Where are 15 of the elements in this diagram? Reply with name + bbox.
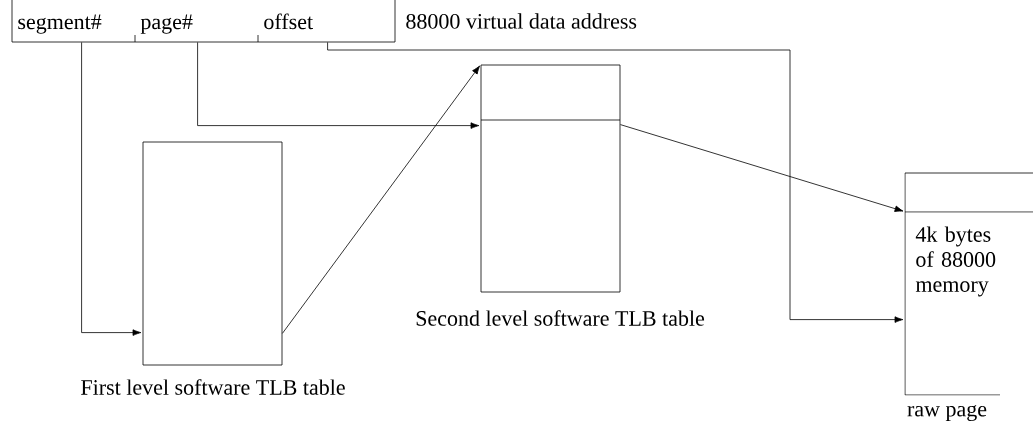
node-label: raw page [907,405,987,422]
table-box [142,141,283,366]
arrow [197,42,480,129]
arrow [81,42,142,336]
address-field: page# [140,14,193,34]
arrow [327,42,904,323]
table-box [480,64,621,293]
node-label: Second level software TLB table [416,310,705,326]
memory-page: 4k bytes of 88000 memory [904,172,1033,396]
address-field: segment# [18,14,102,34]
node-label: First level software TLB table [81,379,345,395]
arrow [620,124,904,212]
address-field: offset [264,13,313,30]
arrow [282,65,480,334]
node-label: 88000 virtual data address [406,13,637,29]
